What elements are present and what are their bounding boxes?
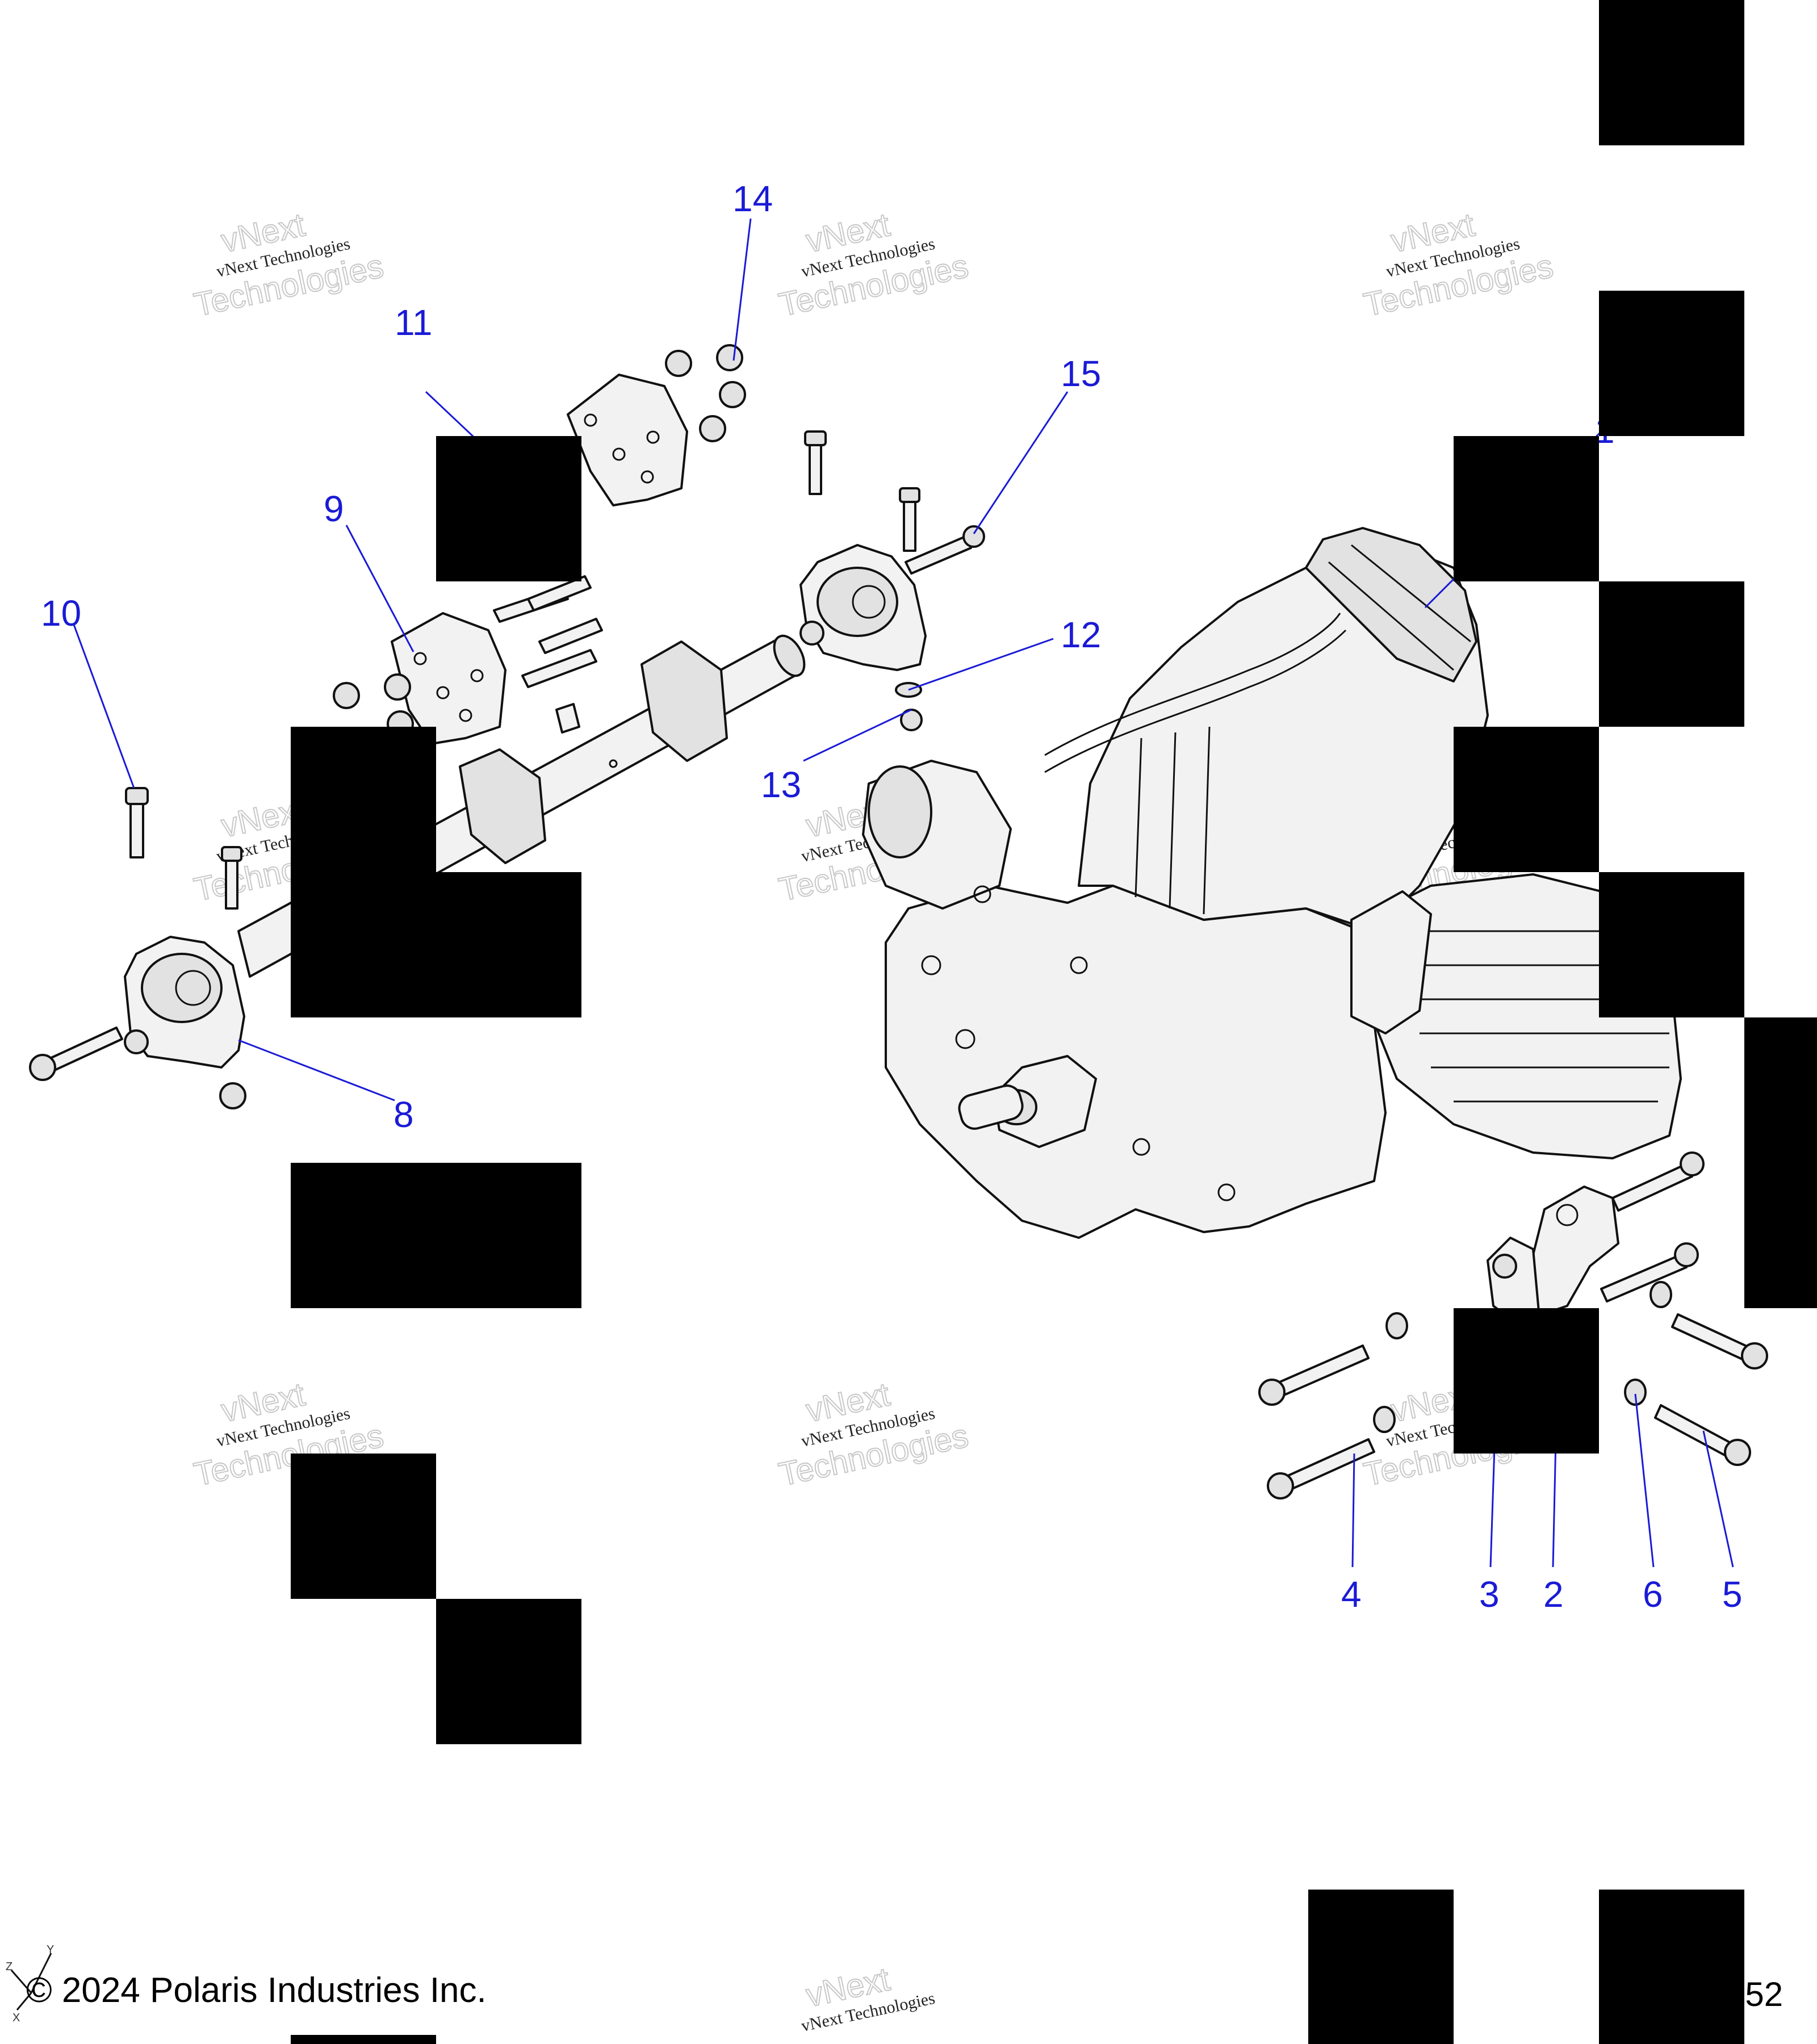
callout-10: 10 (41, 593, 81, 634)
bracket-plate-9 (391, 612, 506, 745)
bolt-vertical-upper (804, 430, 920, 552)
redaction-block (1308, 1890, 1454, 2044)
redaction-block (1599, 291, 1744, 436)
axis-y-label: Y (47, 1944, 54, 1956)
bolt-set-center (493, 575, 603, 688)
redaction-block (1454, 1308, 1599, 1454)
callout-11: 11 (395, 302, 432, 343)
watermark: vNext vNext Technologies (799, 1960, 936, 2035)
bracket-plate-11 (567, 374, 688, 506)
bolt-10 (125, 787, 149, 858)
axis-z-label: Z (6, 1961, 12, 1973)
bolt-15 (905, 525, 985, 575)
redaction-block (291, 1454, 436, 1599)
engine-assembly (862, 527, 1682, 1239)
callout-12: 12 (1061, 614, 1101, 655)
watermark: vNext vNext Technologies Technologies (775, 1375, 972, 1494)
callout-5: 5 (1722, 1574, 1743, 1615)
watermark: vNext vNext Technologies Technologies (775, 206, 972, 324)
engine-mount-upper (799, 544, 927, 671)
watermark: vNext vNext Technologies Technologies (1360, 206, 1557, 324)
callout-6: 6 (1643, 1574, 1663, 1615)
redaction-block (1454, 436, 1599, 581)
redaction-block (436, 1599, 581, 1744)
callout-4: 4 (1341, 1574, 1362, 1615)
redaction-block (1599, 1890, 1744, 2044)
redaction-block (1599, 0, 1744, 145)
redaction-blocks (291, 0, 1817, 2044)
callout-15: 15 (1061, 353, 1101, 394)
engine-mount-left (29, 936, 246, 1109)
axis-x-label: X (12, 2012, 20, 2024)
copyright-notice: © 2024 Polaris Industries Inc. (26, 1971, 487, 2010)
callout-8: 8 (393, 1094, 414, 1135)
redaction-block (1599, 872, 1744, 1017)
redaction-block (1454, 727, 1599, 872)
redaction-block (291, 727, 436, 872)
bushing-group-14 (665, 344, 746, 442)
callout-2: 2 (1543, 1574, 1564, 1615)
watermark: vNext vNext Technologies Technologies (190, 206, 387, 324)
axis-triad-icon: Y Z X (6, 1944, 54, 2024)
redaction-block (291, 1163, 581, 1308)
bolt-left-upright (221, 846, 242, 910)
bolts-upper-right (1600, 1151, 1705, 1302)
redaction-block (1599, 581, 1744, 727)
mount-bracket-3 (1487, 1237, 1540, 1324)
callout-labels: 14 11 15 9 10 12 13 8 1 4 3 2 6 5 (41, 178, 1743, 1615)
bolt-4 (1258, 1344, 1375, 1500)
redaction-block (1744, 1017, 1817, 1308)
callout-13: 13 (761, 764, 801, 805)
washer-6 (1373, 1281, 1672, 1433)
callout-14: 14 (732, 178, 773, 219)
callout-3: 3 (1479, 1574, 1500, 1615)
page-number: 552 (1726, 1975, 1783, 2013)
redaction-block (291, 872, 581, 1017)
redaction-block (436, 436, 581, 581)
callout-9: 9 (324, 488, 344, 529)
bolt-5 (1654, 1313, 1768, 1466)
redaction-block (291, 2035, 436, 2044)
